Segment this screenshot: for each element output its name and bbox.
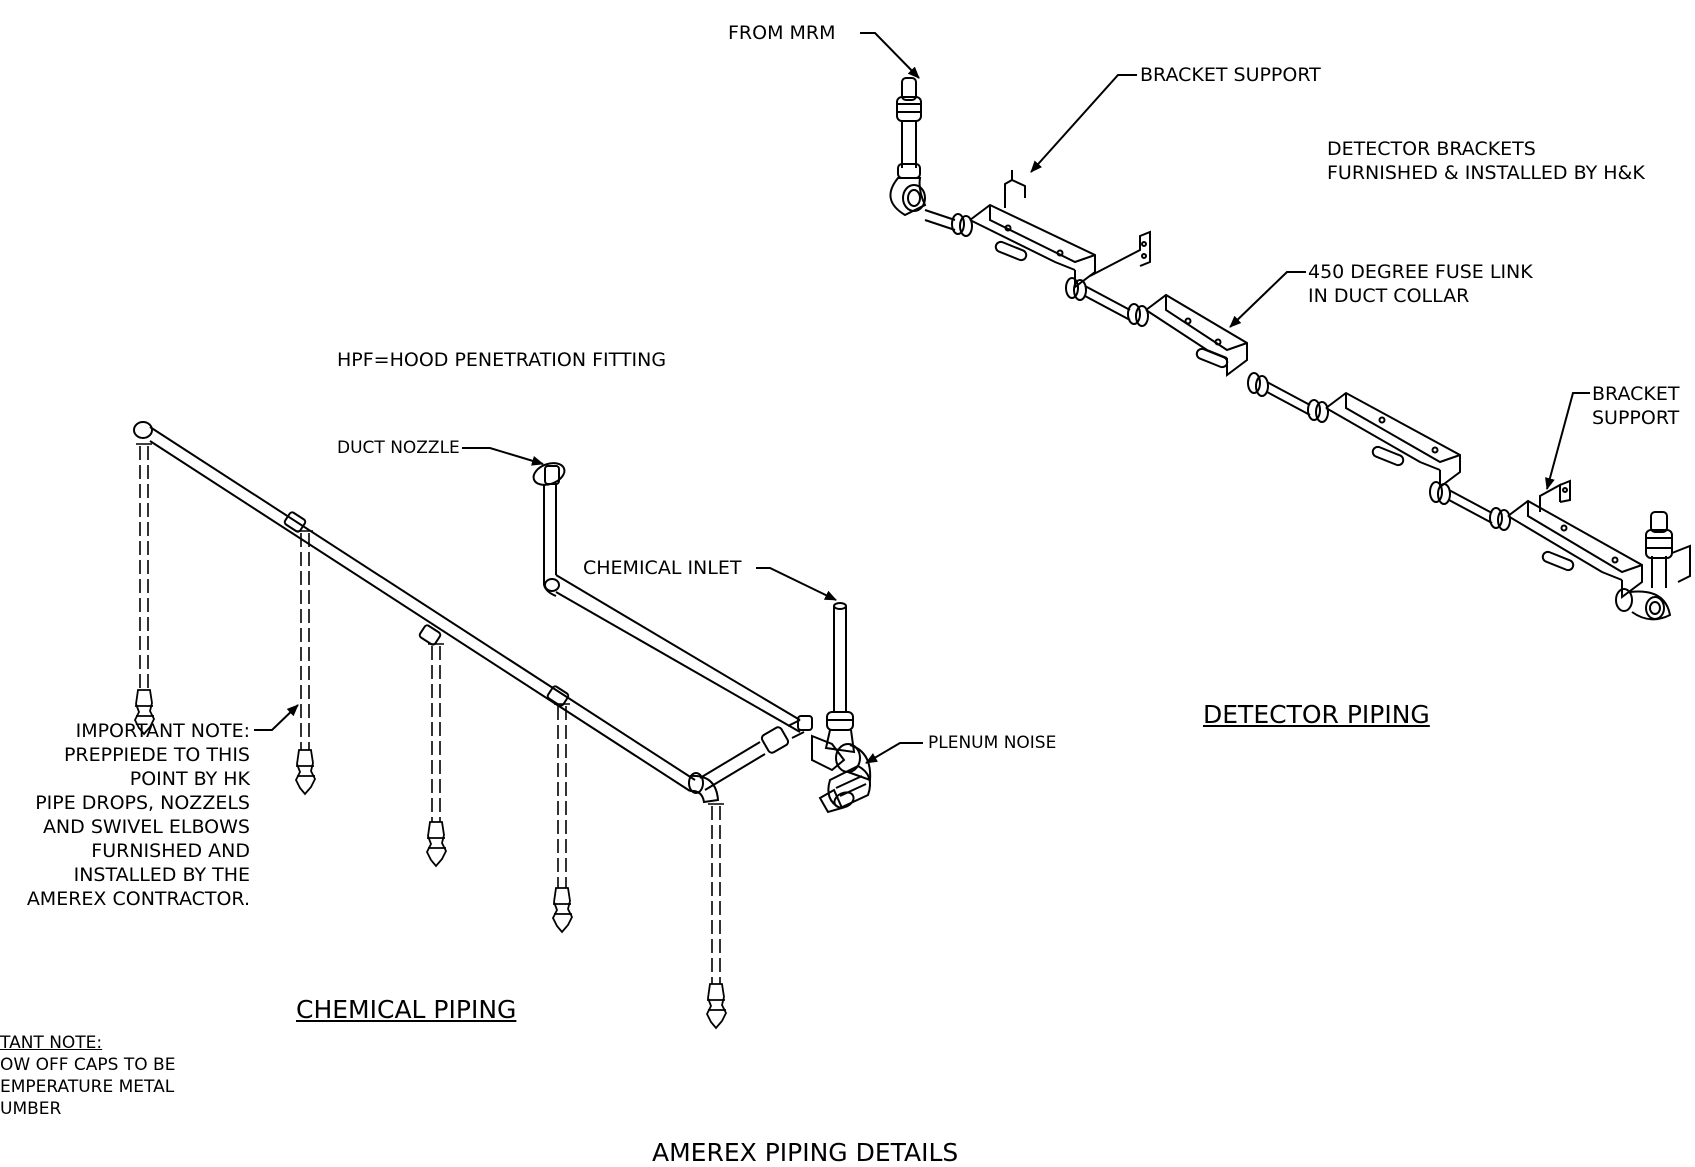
partial-note-line-1: TANT NOTE: — [0, 1033, 103, 1053]
partial-note-line-2: OW OFF CAPS TO BE — [0, 1055, 176, 1075]
bracket-support-right-label: BRACKET SUPPORT — [1592, 382, 1679, 430]
nozzles — [133, 689, 728, 1030]
detector-tube-line — [924, 170, 1691, 621]
detector-piping-assembly — [860, 32, 1691, 621]
from-mrm-label: FROM MRM — [728, 22, 836, 44]
important-note-line-2: PREPPIEDE TO THIS — [63, 744, 250, 766]
fuse-link-line-1: 450 DEGREE FUSE LINK — [1308, 261, 1533, 283]
bracket-support-top-label: BRACKET SUPPORT — [1140, 64, 1321, 86]
detector-brackets-note: DETECTOR BRACKETS FURNISHED & INSTALLED … — [1327, 137, 1645, 185]
important-note-line-8: AMEREX CONTRACTOR. — [26, 888, 250, 910]
important-note-line-5: AND SWIVEL ELBOWS — [42, 816, 250, 838]
fuse-link-line-2: IN DUCT COLLAR — [1308, 285, 1470, 307]
important-note-line-4: PIPE DROPS, NOZZELS — [35, 792, 250, 814]
important-note-partial: TANT NOTE: OW OFF CAPS TO BE EMPERATURE … — [0, 1032, 175, 1120]
important-note-line-1: IMPORTANT NOTE: — [75, 720, 250, 742]
partial-note-line-3: EMPERATURE METAL — [0, 1077, 175, 1097]
important-note-main: IMPORTANT NOTE: PREPPIEDE TO THIS POINT … — [0, 719, 250, 911]
detector-brackets-line-2: FURNISHED & INSTALLED BY H&K — [1327, 162, 1645, 184]
bracket-support-right-line-2: SUPPORT — [1592, 407, 1680, 429]
bracket-support-right-line-1: BRACKET — [1592, 383, 1680, 405]
mrm-inlet-riser — [889, 77, 927, 217]
fuse-link-label: 450 DEGREE FUSE LINK IN DUCT COLLAR — [1308, 260, 1533, 308]
important-note-line-7: INSTALLED BY THE — [73, 864, 250, 886]
nozzle-drops — [139, 446, 721, 984]
plenum-noise-label: PLENUM NOISE — [928, 733, 1057, 753]
chemical-piping-title: CHEMICAL PIPING — [296, 995, 517, 1024]
detector-piping-title: DETECTOR PIPING — [1203, 700, 1430, 729]
important-note-line-6: FURNISHED AND — [91, 840, 250, 862]
chemical-piping-assembly — [133, 421, 923, 1030]
duct-nozzle-label: DUCT NOZZLE — [337, 438, 460, 458]
detector-brackets-line-1: DETECTOR BRACKETS — [1327, 138, 1536, 160]
important-note-line-3: POINT BY HK — [129, 768, 250, 790]
partial-note-line-4: UMBER — [0, 1099, 62, 1119]
hpf-legend: HPF=HOOD PENETRATION FITTING — [337, 349, 667, 371]
drop-caps — [136, 443, 724, 805]
chemical-inlet-label: CHEMICAL INLET — [583, 557, 742, 579]
detector-leaders — [860, 32, 1590, 490]
